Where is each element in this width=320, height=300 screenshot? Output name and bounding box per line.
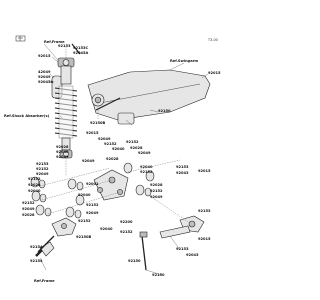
part-label: 92001: [86, 182, 99, 186]
part-label: 92150B: [90, 121, 106, 125]
part-label: 92152: [86, 203, 99, 207]
part-label: 92150B: [76, 235, 92, 239]
part-labels: 92153 92153C 92045A 92015 42049 92049 92…: [22, 44, 221, 277]
rocker-arm[interactable]: [93, 169, 129, 201]
part-label: 92040: [28, 189, 41, 193]
part-label: 92049: [56, 155, 69, 159]
part-label: 92040: [56, 150, 69, 154]
part-label: 92045A: [38, 80, 54, 84]
part-label: 92150: [152, 273, 165, 277]
part-label: 92049: [22, 207, 35, 211]
bolts: [35, 43, 148, 271]
part-label: 92015: [198, 237, 211, 241]
lower-bracket[interactable]: [39, 217, 77, 257]
part-label: 92153: [58, 44, 71, 48]
leader-lines: [39, 43, 209, 276]
part-label: 92015: [86, 131, 99, 135]
part-label: 92028: [28, 183, 41, 187]
part-label: 92049: [38, 75, 51, 79]
part-label: 92015: [208, 71, 221, 75]
part-label: 92043: [186, 253, 199, 257]
swingarm[interactable]: [87, 69, 211, 125]
part-label: 92152: [104, 142, 117, 146]
part-label: 92028: [150, 183, 163, 187]
part-label: 92015: [198, 169, 211, 173]
part-label: 92049: [98, 137, 111, 141]
part-label: 92049: [138, 151, 151, 155]
part-label: 92150: [128, 259, 141, 263]
part-label: 92152: [150, 189, 163, 193]
part-label: 92153: [198, 209, 211, 213]
part-label: 92028: [22, 213, 35, 217]
part-label: 92040: [140, 165, 153, 169]
part-label: 92152: [140, 170, 153, 174]
part-label: 92200: [120, 220, 133, 224]
part-label: 92152: [36, 167, 49, 171]
part-label: 92150: [158, 109, 171, 113]
bearing-stack: [30, 162, 155, 219]
ref-shock-absorber: Ref.Shock Absorber(s): [4, 114, 50, 118]
part-label: 92153C: [73, 46, 89, 50]
part-label: 92152: [28, 177, 41, 181]
part-label: 92154: [30, 259, 43, 263]
part-label: 92153: [36, 162, 49, 166]
tie-rod[interactable]: [159, 215, 205, 239]
part-label: 92152: [126, 140, 139, 144]
part-label: 92152: [22, 201, 35, 205]
part-label: 92153: [176, 247, 189, 251]
ref-frame-bottom: Ref.Frame: [34, 279, 55, 283]
rear-suspension-diagram: T3-00: [4, 35, 221, 283]
part-label: 92028: [106, 157, 119, 161]
part-label: 92028: [130, 146, 143, 150]
part-label: 92154: [30, 245, 43, 249]
shock-absorber[interactable]: [51, 57, 78, 159]
part-label: 92015: [38, 54, 51, 58]
part-label: 92040: [112, 147, 125, 151]
part-label: 92152: [78, 219, 91, 223]
part-label: 92040: [78, 193, 91, 197]
part-label: 92049: [36, 172, 49, 176]
ref-swingarm: Ref.Swingarm: [170, 59, 198, 63]
part-label: 42049: [38, 70, 51, 74]
part-label: 92045A: [73, 51, 89, 55]
part-label: 92152: [120, 230, 133, 234]
part-label: 92153: [176, 165, 189, 169]
alignment-lines: [39, 46, 189, 223]
part-label: 92028: [56, 145, 69, 149]
part-label: 92043: [176, 171, 189, 175]
part-label: 92049: [150, 195, 163, 199]
ref-frame-top: Ref.Frame: [44, 40, 65, 44]
part-label: 92049: [82, 159, 95, 163]
part-label: 92040: [100, 227, 113, 231]
diagram-code: T3-00: [207, 38, 218, 42]
part-label: 92049: [86, 211, 99, 215]
frame-icon: [15, 35, 26, 42]
